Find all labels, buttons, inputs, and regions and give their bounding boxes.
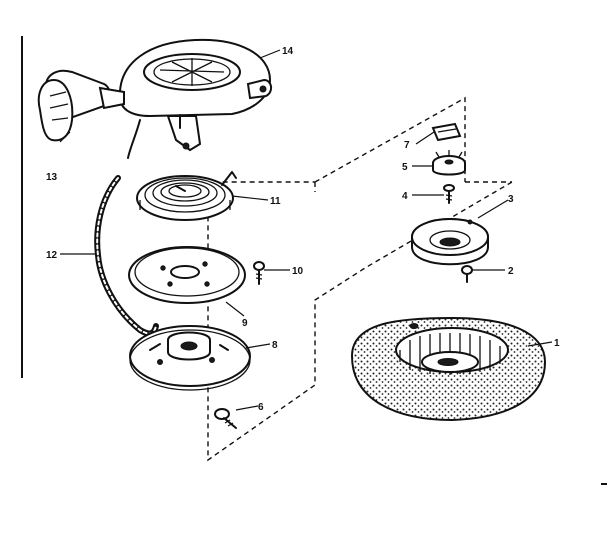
- starter-handle: [37, 69, 125, 142]
- label-part-12: 12: [46, 250, 58, 261]
- spring-clip: [431, 122, 462, 142]
- label-part-3: 3: [508, 194, 514, 205]
- starter-cup-flywheel: [350, 316, 547, 422]
- label-part-11: 11: [270, 196, 281, 207]
- pulley-plate: [128, 246, 246, 304]
- hub-cup: [411, 218, 489, 266]
- cam-plate: [129, 325, 251, 391]
- leader-lines: [59, 49, 553, 411]
- label-part-10: 10: [292, 266, 304, 277]
- label-part-2: 2: [508, 266, 514, 277]
- cam-bolt: [214, 408, 237, 429]
- retainer-bolt: [443, 184, 455, 204]
- label-part-4: 4: [402, 191, 408, 202]
- label-part-8: 8: [272, 340, 278, 351]
- label-part-14: 14: [282, 46, 294, 57]
- hub-screw: [461, 265, 473, 283]
- label-part-9: 9: [242, 318, 248, 329]
- star-nut: [432, 150, 466, 176]
- label-part-1: 1: [554, 338, 560, 349]
- label-part-5: 5: [402, 162, 408, 173]
- label-part-7: 7: [404, 140, 410, 151]
- recoil-spring: [136, 171, 237, 221]
- pulley-screw: [253, 261, 265, 285]
- starter-housing: [118, 38, 272, 159]
- label-part-13: 13: [46, 172, 58, 183]
- assembly-dashed-outline: [207, 96, 513, 462]
- label-part-6: 6: [258, 402, 264, 413]
